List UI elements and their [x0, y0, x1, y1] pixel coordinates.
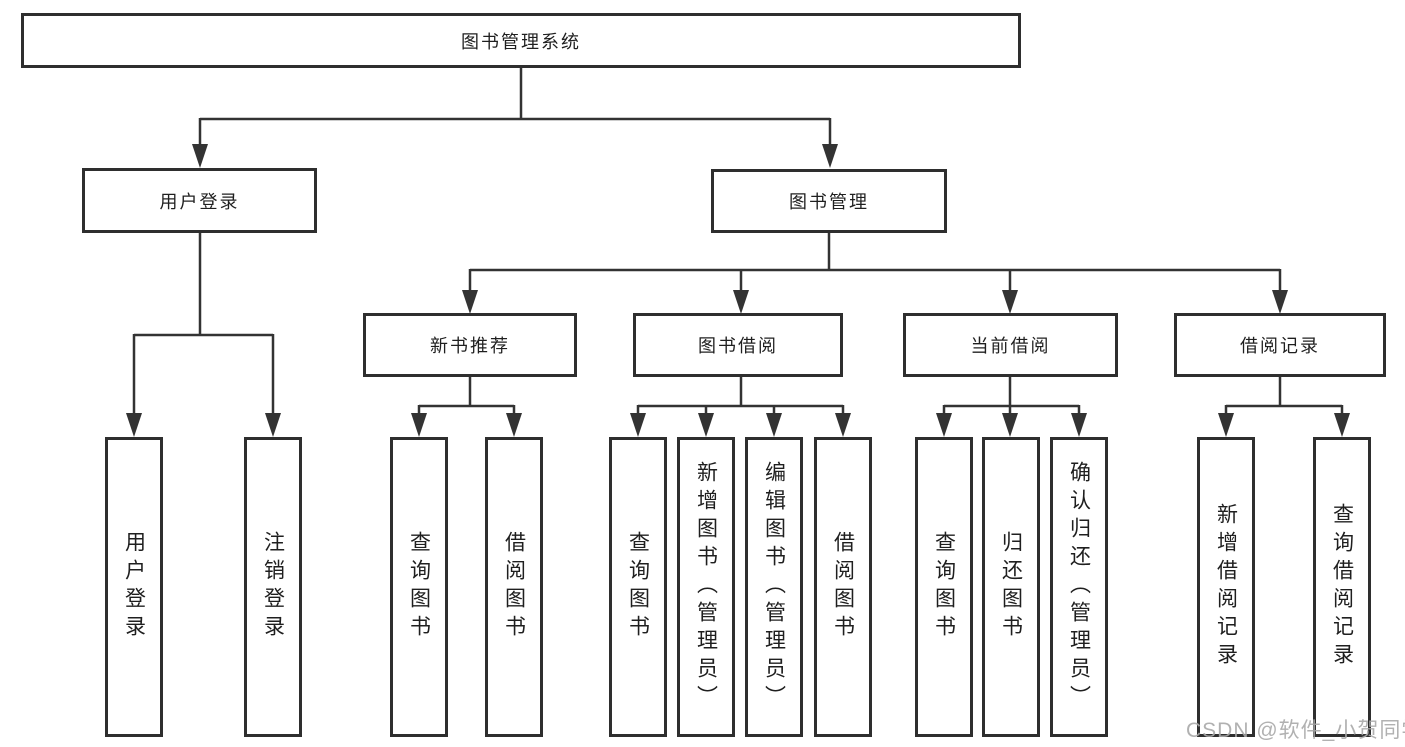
node-new-book-recommendation: 新书推荐	[363, 313, 577, 377]
leaf-add-book-admin: 新增图书（管理员）	[677, 437, 735, 737]
node-book-management: 图书管理	[711, 169, 947, 233]
leaf-user-login: 用户登录	[105, 437, 163, 737]
leaf-add-borrow-record: 新增借阅记录	[1197, 437, 1255, 737]
leaf-query-books-recommend: 查询图书	[390, 437, 448, 737]
leaf-logout: 注销登录	[244, 437, 302, 737]
leaf-edit-book-admin: 编辑图书（管理员）	[745, 437, 803, 737]
leaf-confirm-return-admin: 确认归还（管理员）	[1050, 437, 1108, 737]
leaf-query-books-current: 查询图书	[915, 437, 973, 737]
node-library-management-system: 图书管理系统	[21, 13, 1021, 68]
leaf-borrow-books-borrowing: 借阅图书	[814, 437, 872, 737]
node-user-login: 用户登录	[82, 168, 317, 233]
node-book-borrowing: 图书借阅	[633, 313, 843, 377]
leaf-query-borrow-record: 查询借阅记录	[1313, 437, 1371, 737]
leaf-borrow-books-recommend: 借阅图书	[485, 437, 543, 737]
csdn-watermark: CSDN @软件_小贺同学	[1186, 719, 1405, 742]
leaf-return-books: 归还图书	[982, 437, 1040, 737]
node-borrowing-records: 借阅记录	[1174, 313, 1386, 377]
leaf-query-books-borrowing: 查询图书	[609, 437, 667, 737]
node-current-borrowing: 当前借阅	[903, 313, 1118, 377]
